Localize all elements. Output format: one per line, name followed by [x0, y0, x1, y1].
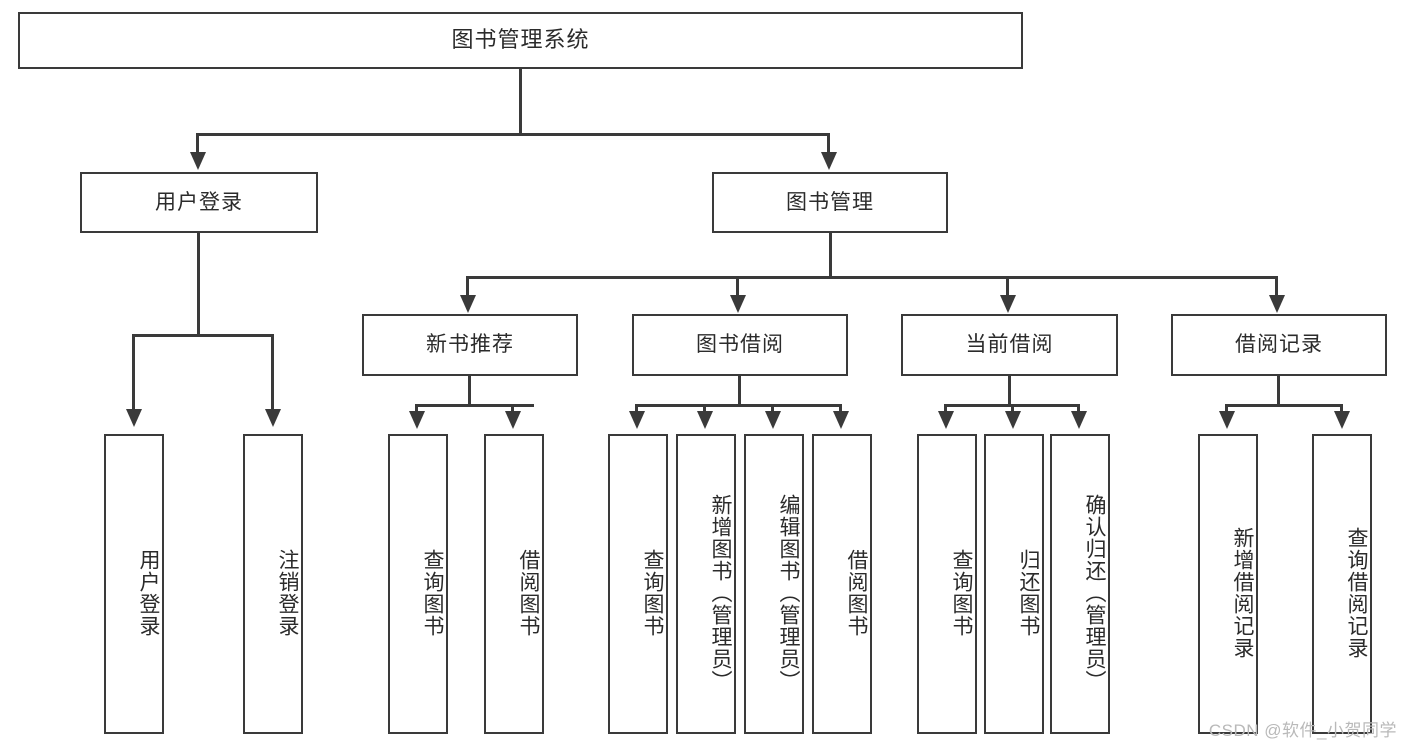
leaf-nbr-borrow-book[interactable]: 借阅图书 — [484, 434, 544, 734]
leaf-logout[interactable]: 注销登录 — [243, 434, 303, 734]
arrow-to-book-management — [821, 152, 837, 170]
node-user-login[interactable]: 用户登录 — [80, 172, 318, 233]
edge-root-drop-left — [196, 133, 199, 155]
node-label: 查询借阅记录 — [1345, 527, 1368, 659]
leaf-cb-return-book[interactable]: 归还图书 — [984, 434, 1044, 734]
edge-bb-drop-1 — [635, 404, 638, 414]
edge-bm-drop-4 — [1275, 276, 1278, 298]
node-root-book-management-system[interactable]: 图书管理系统 — [18, 12, 1023, 69]
edge-nbr-bus — [415, 404, 534, 407]
node-label: 查询图书 — [950, 549, 973, 637]
arrow-cb-leaf-1 — [938, 411, 954, 429]
edge-nbr-drop-2 — [511, 404, 514, 414]
leaf-bb-query-book[interactable]: 查询图书 — [608, 434, 668, 734]
edge-bb-drop-2 — [703, 404, 706, 414]
edge-root-trunk — [519, 69, 522, 135]
edge-book-management-trunk — [829, 233, 832, 278]
arrow-bb-leaf-3 — [765, 411, 781, 429]
edge-bb-bus — [635, 404, 842, 407]
arrow-to-new-book-recommend — [460, 295, 476, 313]
node-label: 查询图书 — [641, 549, 664, 637]
edge-cb-drop-2 — [1011, 404, 1014, 414]
leaf-user-login[interactable]: 用户登录 — [104, 434, 164, 734]
edge-root-bus — [196, 133, 830, 136]
edge-nbr-drop-1 — [415, 404, 418, 414]
node-label: 图书管理 — [786, 190, 874, 214]
node-label: 用户登录 — [155, 190, 243, 214]
edge-bm-drop-3 — [1006, 276, 1009, 298]
node-label: 新书推荐 — [426, 333, 514, 357]
edge-user-login-drop-2 — [271, 334, 274, 412]
edge-br-trunk — [1277, 376, 1280, 406]
arrow-bb-leaf-1 — [629, 411, 645, 429]
node-borrow-record[interactable]: 借阅记录 — [1171, 314, 1387, 376]
node-label: 注销登录 — [276, 549, 299, 637]
node-label: 借阅图书 — [517, 549, 540, 637]
arrow-to-book-borrow — [730, 295, 746, 313]
node-label: 新增借阅记录 — [1231, 527, 1254, 659]
node-book-borrow[interactable]: 图书借阅 — [632, 314, 848, 376]
edge-user-login-drop-1 — [132, 334, 135, 412]
node-label: 确认归还（管理员） — [1083, 494, 1106, 692]
arrow-bb-leaf-4 — [833, 411, 849, 429]
edge-bm-drop-1 — [466, 276, 469, 298]
edge-cb-trunk — [1008, 376, 1011, 406]
edge-bm-drop-2 — [736, 276, 739, 298]
arrow-to-user-login-leaf — [126, 409, 142, 427]
leaf-br-add-record[interactable]: 新增借阅记录 — [1198, 434, 1258, 734]
node-label: 编辑图书（管理员） — [777, 494, 800, 692]
node-label: 图书管理系统 — [451, 27, 590, 53]
edge-bb-trunk — [738, 376, 741, 406]
edge-nbr-trunk — [468, 376, 471, 406]
node-label: 查询图书 — [421, 549, 444, 637]
arrow-cb-leaf-3 — [1071, 411, 1087, 429]
arrow-to-user-login — [190, 152, 206, 170]
edge-root-drop-right — [827, 133, 830, 155]
node-current-borrow[interactable]: 当前借阅 — [901, 314, 1118, 376]
edge-br-bus — [1225, 404, 1343, 407]
leaf-bb-add-book-admin[interactable]: 新增图书（管理员） — [676, 434, 736, 734]
node-book-management[interactable]: 图书管理 — [712, 172, 948, 233]
arrow-to-borrow-record — [1269, 295, 1285, 313]
arrow-br-leaf-2 — [1334, 411, 1350, 429]
arrow-nbr-leaf-1 — [409, 411, 425, 429]
leaf-cb-query-book[interactable]: 查询图书 — [917, 434, 977, 734]
leaf-nbr-query-book[interactable]: 查询图书 — [388, 434, 448, 734]
arrow-nbr-leaf-2 — [505, 411, 521, 429]
edge-br-drop-2 — [1340, 404, 1343, 414]
node-new-book-recommend[interactable]: 新书推荐 — [362, 314, 578, 376]
node-label: 当前借阅 — [965, 333, 1054, 357]
arrow-to-current-borrow — [1000, 295, 1016, 313]
arrow-to-logout-leaf — [265, 409, 281, 427]
edge-cb-drop-3 — [1077, 404, 1080, 414]
arrow-cb-leaf-2 — [1005, 411, 1021, 429]
node-label: 用户登录 — [137, 549, 160, 637]
leaf-br-query-record[interactable]: 查询借阅记录 — [1312, 434, 1372, 734]
arrow-br-leaf-1 — [1219, 411, 1235, 429]
node-label: 新增图书（管理员） — [709, 494, 732, 692]
arrow-bb-leaf-2 — [697, 411, 713, 429]
leaf-bb-edit-book-admin[interactable]: 编辑图书（管理员） — [744, 434, 804, 734]
edge-cb-drop-1 — [944, 404, 947, 414]
edge-user-login-bus — [132, 334, 274, 337]
leaf-bb-borrow-book[interactable]: 借阅图书 — [812, 434, 872, 734]
edge-bb-drop-4 — [839, 404, 842, 414]
edge-bb-drop-3 — [771, 404, 774, 414]
edge-book-management-bus — [466, 276, 1278, 279]
leaf-cb-confirm-return-admin[interactable]: 确认归还（管理员） — [1050, 434, 1110, 734]
node-label: 借阅记录 — [1235, 333, 1323, 357]
edge-br-drop-1 — [1225, 404, 1228, 414]
node-label: 图书借阅 — [696, 333, 784, 357]
edge-user-login-trunk — [197, 233, 200, 336]
node-label: 借阅图书 — [845, 549, 868, 637]
node-label: 归还图书 — [1017, 549, 1040, 637]
